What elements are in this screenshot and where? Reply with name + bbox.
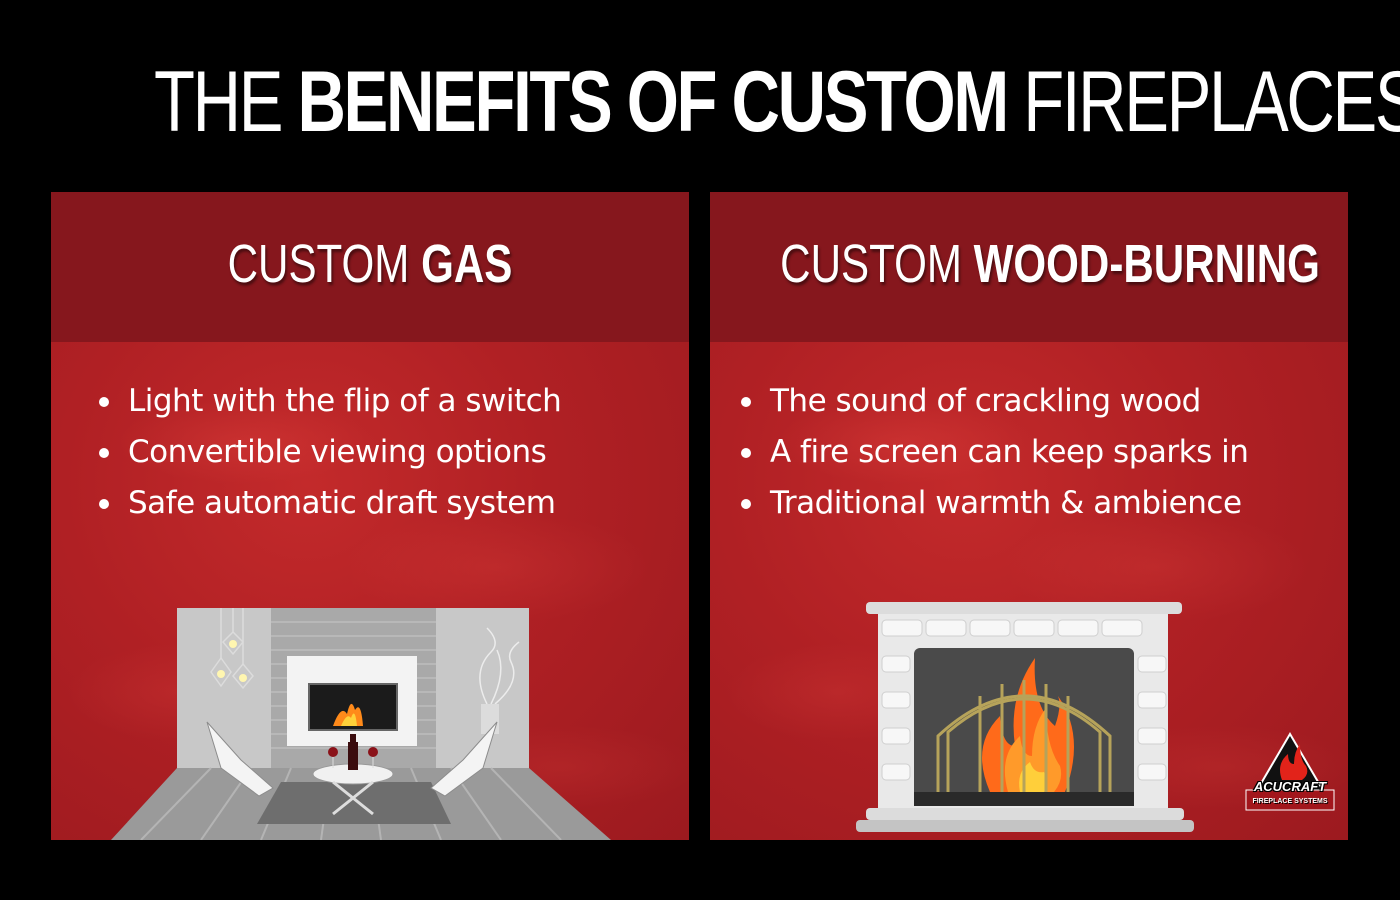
acucraft-flame-icon <box>1245 732 1335 811</box>
gas-benefits-list: Light with the flip of a switch Converti… <box>95 375 562 528</box>
list-item: Light with the flip of a switch <box>95 375 562 426</box>
wood-panel-header <box>710 192 1348 342</box>
list-item: The sound of crackling wood <box>737 375 1248 426</box>
logo-tagline: FIREPLACE SYSTEMS <box>1252 798 1328 805</box>
gas-panel: CUSTOM GAS Light with the flip of a swit… <box>51 192 689 840</box>
list-item: A fire screen can keep sparks in <box>737 426 1249 477</box>
list-item: Traditional warmth & ambience <box>737 477 1248 528</box>
logo-name: ACUCRAFT <box>1253 779 1327 794</box>
gas-fireplace-room-illustration <box>111 608 611 840</box>
page-title: THE BENEFITS OF CUSTOM FIREPLACES <box>154 54 1400 150</box>
wood-fireplace-illustration <box>856 602 1194 832</box>
acucraft-logo: ACUCRAFT FIREPLACE SYSTEMS <box>1240 730 1340 812</box>
wood-panel-title: CUSTOM WOOD-BURNING <box>780 234 1320 294</box>
gas-panel-title: CUSTOM GAS <box>227 234 513 294</box>
wood-burning-panel: CUSTOM WOOD-BURNING The sound of crackli… <box>710 192 1348 840</box>
gas-panel-header <box>51 192 689 342</box>
list-item: Safe automatic draft system <box>95 477 561 528</box>
list-item: Convertible viewing options <box>95 426 561 477</box>
wood-benefits-list: The sound of crackling wood A fire scree… <box>737 375 1249 528</box>
